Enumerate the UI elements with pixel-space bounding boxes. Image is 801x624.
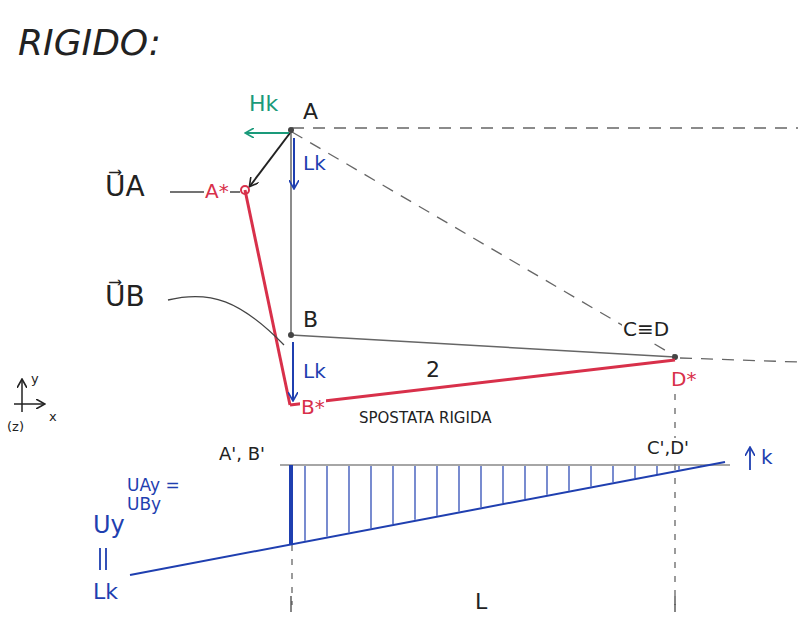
value-label: Lk (92, 580, 119, 604)
vector-label: U⃗B (104, 282, 146, 313)
axis-label: y (30, 372, 40, 386)
diagram-line (130, 462, 725, 575)
body-number: 2 (425, 358, 441, 382)
leader-line (168, 296, 284, 345)
equals-sign (100, 548, 106, 570)
rotation-arrow (749, 448, 751, 470)
component-arrow (293, 138, 295, 188)
displaced-structure (245, 190, 675, 405)
dimension-tick (290, 596, 291, 612)
vector-label: U⃗A (104, 172, 146, 203)
node-dot (241, 186, 249, 194)
projection-label: A', B' (218, 444, 266, 464)
note: SPOSTATA RIGIDA (358, 410, 492, 427)
axis (21, 380, 23, 412)
point-label: B* (300, 396, 326, 418)
component-label: Lk (302, 360, 327, 382)
dimension-label: L (474, 590, 488, 614)
axis-label: x (48, 410, 58, 424)
component-arrow (246, 132, 289, 134)
dashed-line (292, 128, 798, 605)
displacement-vector (250, 133, 290, 186)
value-label: UAy = UBy (126, 476, 190, 513)
point-label: A* (204, 180, 230, 202)
diagram-label: Uy (92, 512, 126, 538)
rotation-label: k (760, 446, 774, 468)
beam-ab (290, 130, 292, 335)
baseline (280, 464, 730, 465)
axis (14, 403, 44, 405)
point-label: B (302, 308, 319, 332)
node-dot (288, 332, 294, 338)
projection-label: C',D' (646, 438, 690, 458)
component-arrow (292, 342, 294, 400)
component-label: Lk (302, 152, 327, 174)
beam-bc (291, 335, 675, 357)
title: RIGIDO: (18, 22, 161, 63)
point-label: D* (670, 368, 697, 390)
force-label: Hk (248, 92, 279, 116)
diagram-ordinate (289, 465, 293, 545)
axis-label: (z) (6, 420, 25, 434)
point-label: A (302, 100, 319, 124)
dimension-tick (674, 596, 675, 612)
point-label: C≡D (622, 318, 670, 340)
